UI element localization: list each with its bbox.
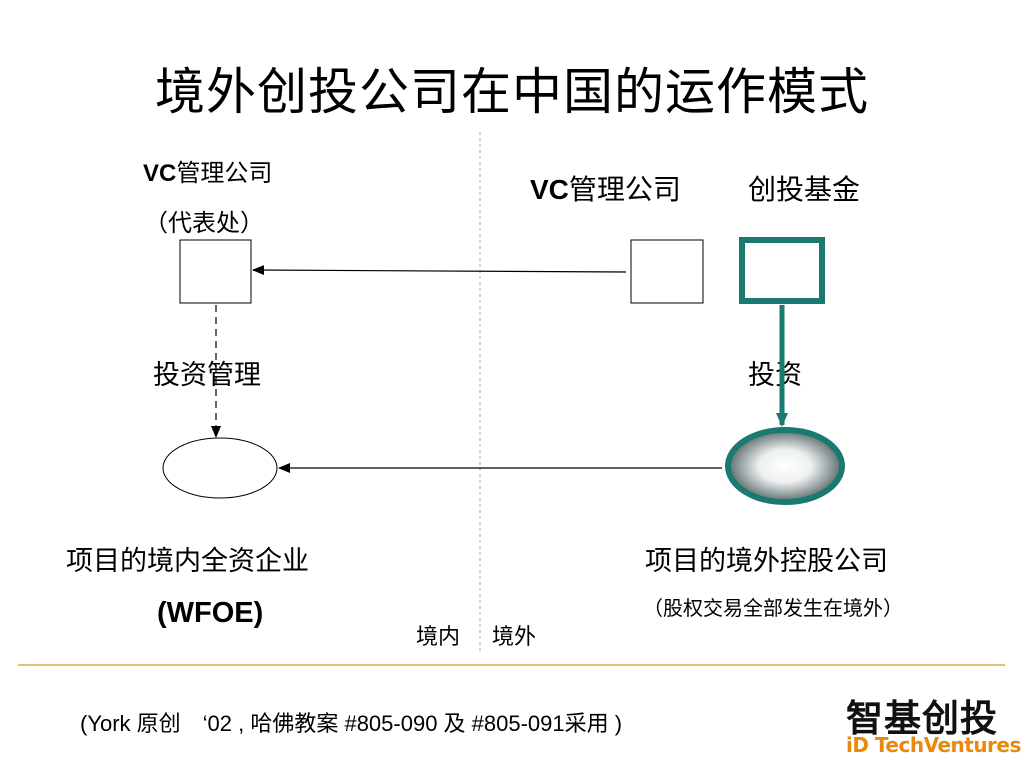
right-fund-label: 创投基金 <box>748 173 861 206</box>
right-entity-label: 项目的境外控股公司 <box>645 546 888 577</box>
page-title: 境外创投公司在中国的运作模式 <box>155 63 869 121</box>
offshore-holding-ellipse <box>725 427 845 505</box>
right-edge-label: 投资 <box>748 360 802 391</box>
fund-box <box>739 237 825 304</box>
management-arrow <box>252 265 627 276</box>
left-entity-label: 项目的境内全资企业 <box>66 546 309 577</box>
wfoe-ellipse <box>162 437 278 499</box>
company-logo-cn: 智基创投 <box>846 697 998 740</box>
left-mgmt-suffix: 管理公司 <box>176 159 273 187</box>
left-rep-office-label: （代表处） <box>144 209 264 237</box>
right-vc-prefix: VC <box>530 174 569 205</box>
left-entity-abbr: (WFOE) <box>157 597 264 629</box>
left-vc-mgmt-label: VC管理公司 <box>143 153 272 188</box>
right-entity-note: （股权交易全部发生在境外） <box>643 596 903 620</box>
domestic-label: 境内 <box>416 625 461 650</box>
left-edge-label: 投资管理 <box>153 360 261 391</box>
left-vc-prefix: VC <box>143 160 177 187</box>
left-rep-office-box <box>179 239 252 304</box>
right-mgmt-suffix: 管理公司 <box>568 173 681 206</box>
overseas-label: 境外 <box>492 625 537 650</box>
right-vc-mgmt-label: VC管理公司 <box>530 168 681 208</box>
company-logo-en: iD TechVentures <box>846 733 1021 757</box>
footer-source-note: (York 原创 ‘02 , 哈佛教案 #805-090 及 #805-091采… <box>80 711 623 736</box>
right-vc-mgmt-box <box>630 239 704 304</box>
